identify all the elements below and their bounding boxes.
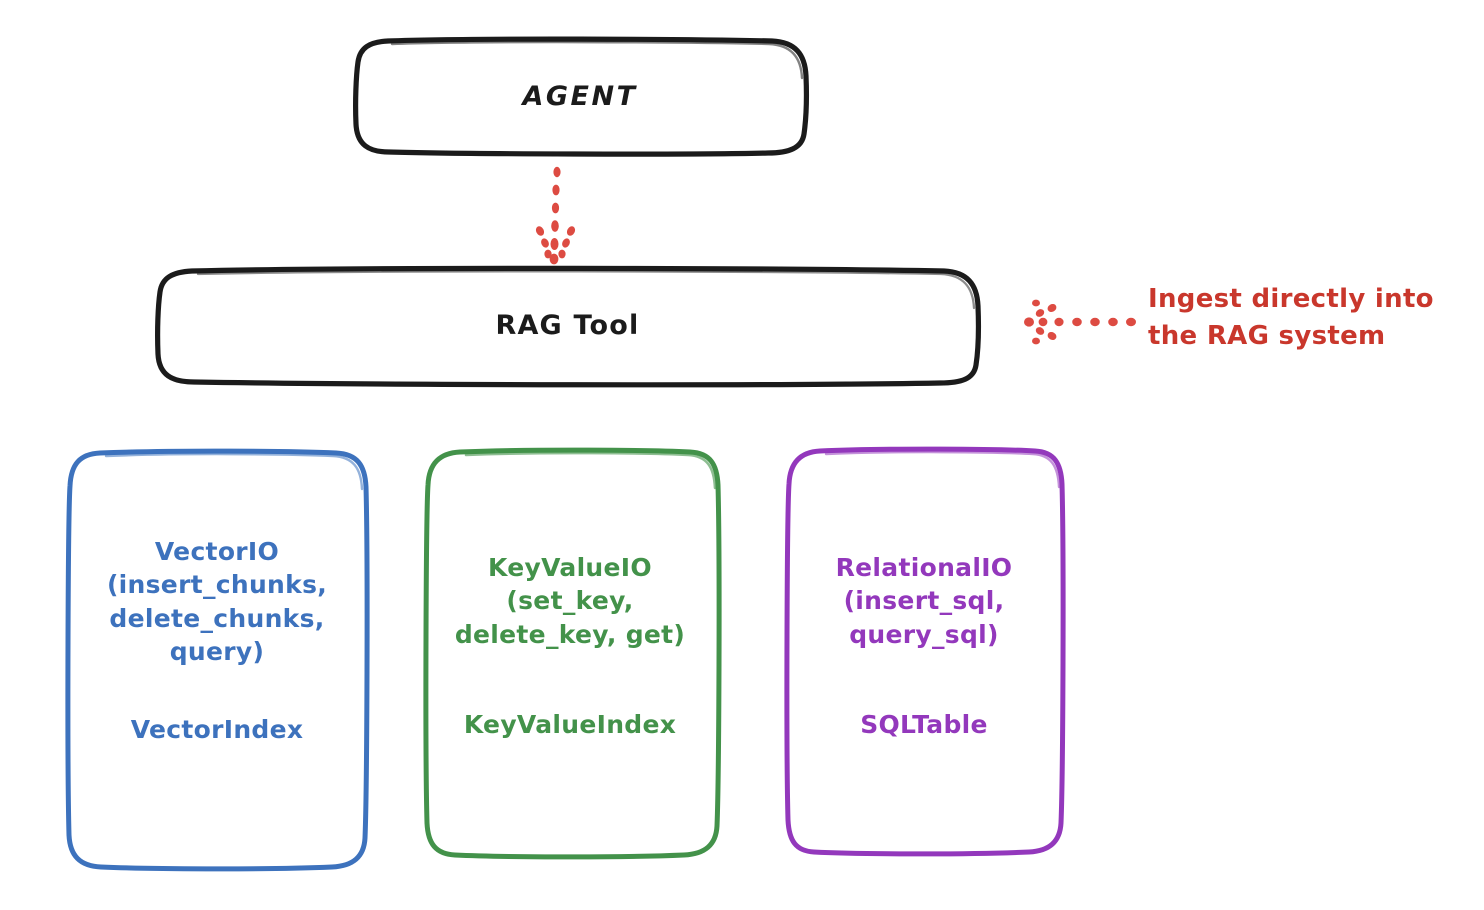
vector-io-box-outline — [65, 448, 370, 872]
rag-tool-label: RAG Tool — [495, 310, 640, 341]
agent-box-outline — [353, 36, 809, 157]
vector-io-index-label: VectorIndex — [130, 715, 304, 744]
vector-io-box-outline-jitter — [104, 452, 364, 491]
rag-tool-box-outline — [155, 265, 981, 388]
key-value-io-index-label: KeyValueIndex — [463, 710, 677, 739]
agent-box-outline-jitter — [390, 40, 804, 80]
rag-tool-node[interactable] — [155, 265, 981, 388]
rag-tool-box-outline-jitter — [196, 270, 976, 310]
agent-node[interactable] — [353, 36, 809, 157]
relational-io-index-label: SQLTable — [860, 710, 988, 739]
key-value-io-box-outline-jitter — [464, 451, 717, 490]
vector-io-api-label: VectorIO (insert_chunks, delete_chunks, … — [106, 537, 328, 666]
relational-io-box-outline — [784, 446, 1066, 857]
ingest-annotation-text: Ingest directly into the RAG system — [1148, 284, 1434, 351]
agent-to-rag-arrow — [535, 166, 576, 265]
agent-label: AGENT — [522, 81, 638, 112]
key-value-io-node[interactable] — [423, 447, 722, 860]
key-value-io-box-outline — [423, 447, 722, 860]
key-value-io-api-label: KeyValueIO (set_key, delete_key, get) — [454, 553, 686, 649]
vector-io-node[interactable] — [65, 448, 370, 872]
relational-io-api-label: RelationalIO (insert_sql, query_sql) — [835, 553, 1013, 649]
relational-io-node[interactable] — [784, 446, 1066, 857]
relational-io-box-outline-jitter — [824, 450, 1061, 489]
ingest-arrow — [1024, 299, 1136, 345]
